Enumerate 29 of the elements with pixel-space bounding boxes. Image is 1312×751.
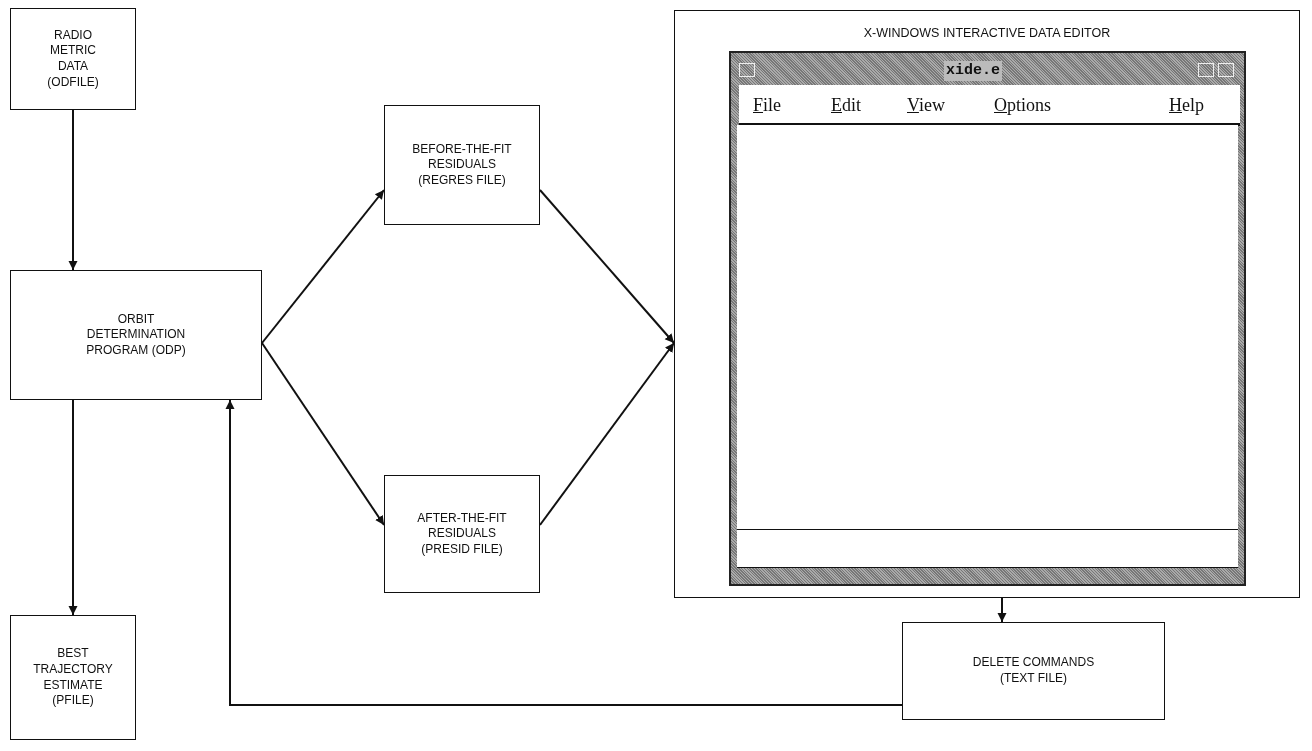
menu-item: Edit xyxy=(831,94,861,117)
menu-item: View xyxy=(907,94,945,117)
box-label: DELETE COMMANDS (TEXT FILE) xyxy=(971,655,1096,687)
application-window xyxy=(729,51,1246,586)
menu-item: Help xyxy=(1169,94,1204,117)
arrow xyxy=(539,342,675,526)
box-label: BEFORE-THE-FIT RESIDUALS (REGRES FILE) xyxy=(411,141,513,189)
arrow xyxy=(225,399,903,706)
box-label: ORBIT DETERMINATION PROGRAM (ODP) xyxy=(85,311,187,359)
process-box xyxy=(384,105,540,225)
process-box xyxy=(10,270,262,400)
arrow xyxy=(68,109,78,271)
box-label: RADIO METRIC DATA (ODFILE) xyxy=(46,27,100,91)
process-box xyxy=(10,615,136,740)
arrow xyxy=(68,399,78,616)
menu-item: File xyxy=(753,94,781,117)
box-label: AFTER-THE-FIT RESIDUALS (PRESID FILE) xyxy=(416,510,508,558)
window-title: xide.e xyxy=(944,61,1002,81)
arrow xyxy=(261,189,385,344)
process-box xyxy=(384,475,540,593)
panel-title: X-WINDOWS INTERACTIVE DATA EDITOR xyxy=(862,25,1112,42)
arrow xyxy=(539,189,675,344)
arrow xyxy=(261,342,385,526)
box-label: BEST TRAJECTORY ESTIMATE (PFILE) xyxy=(32,646,114,709)
menu-item: Options xyxy=(994,94,1051,117)
process-box xyxy=(902,622,1165,720)
arrow xyxy=(997,597,1007,623)
editor-panel xyxy=(674,10,1300,598)
process-box xyxy=(10,8,136,110)
